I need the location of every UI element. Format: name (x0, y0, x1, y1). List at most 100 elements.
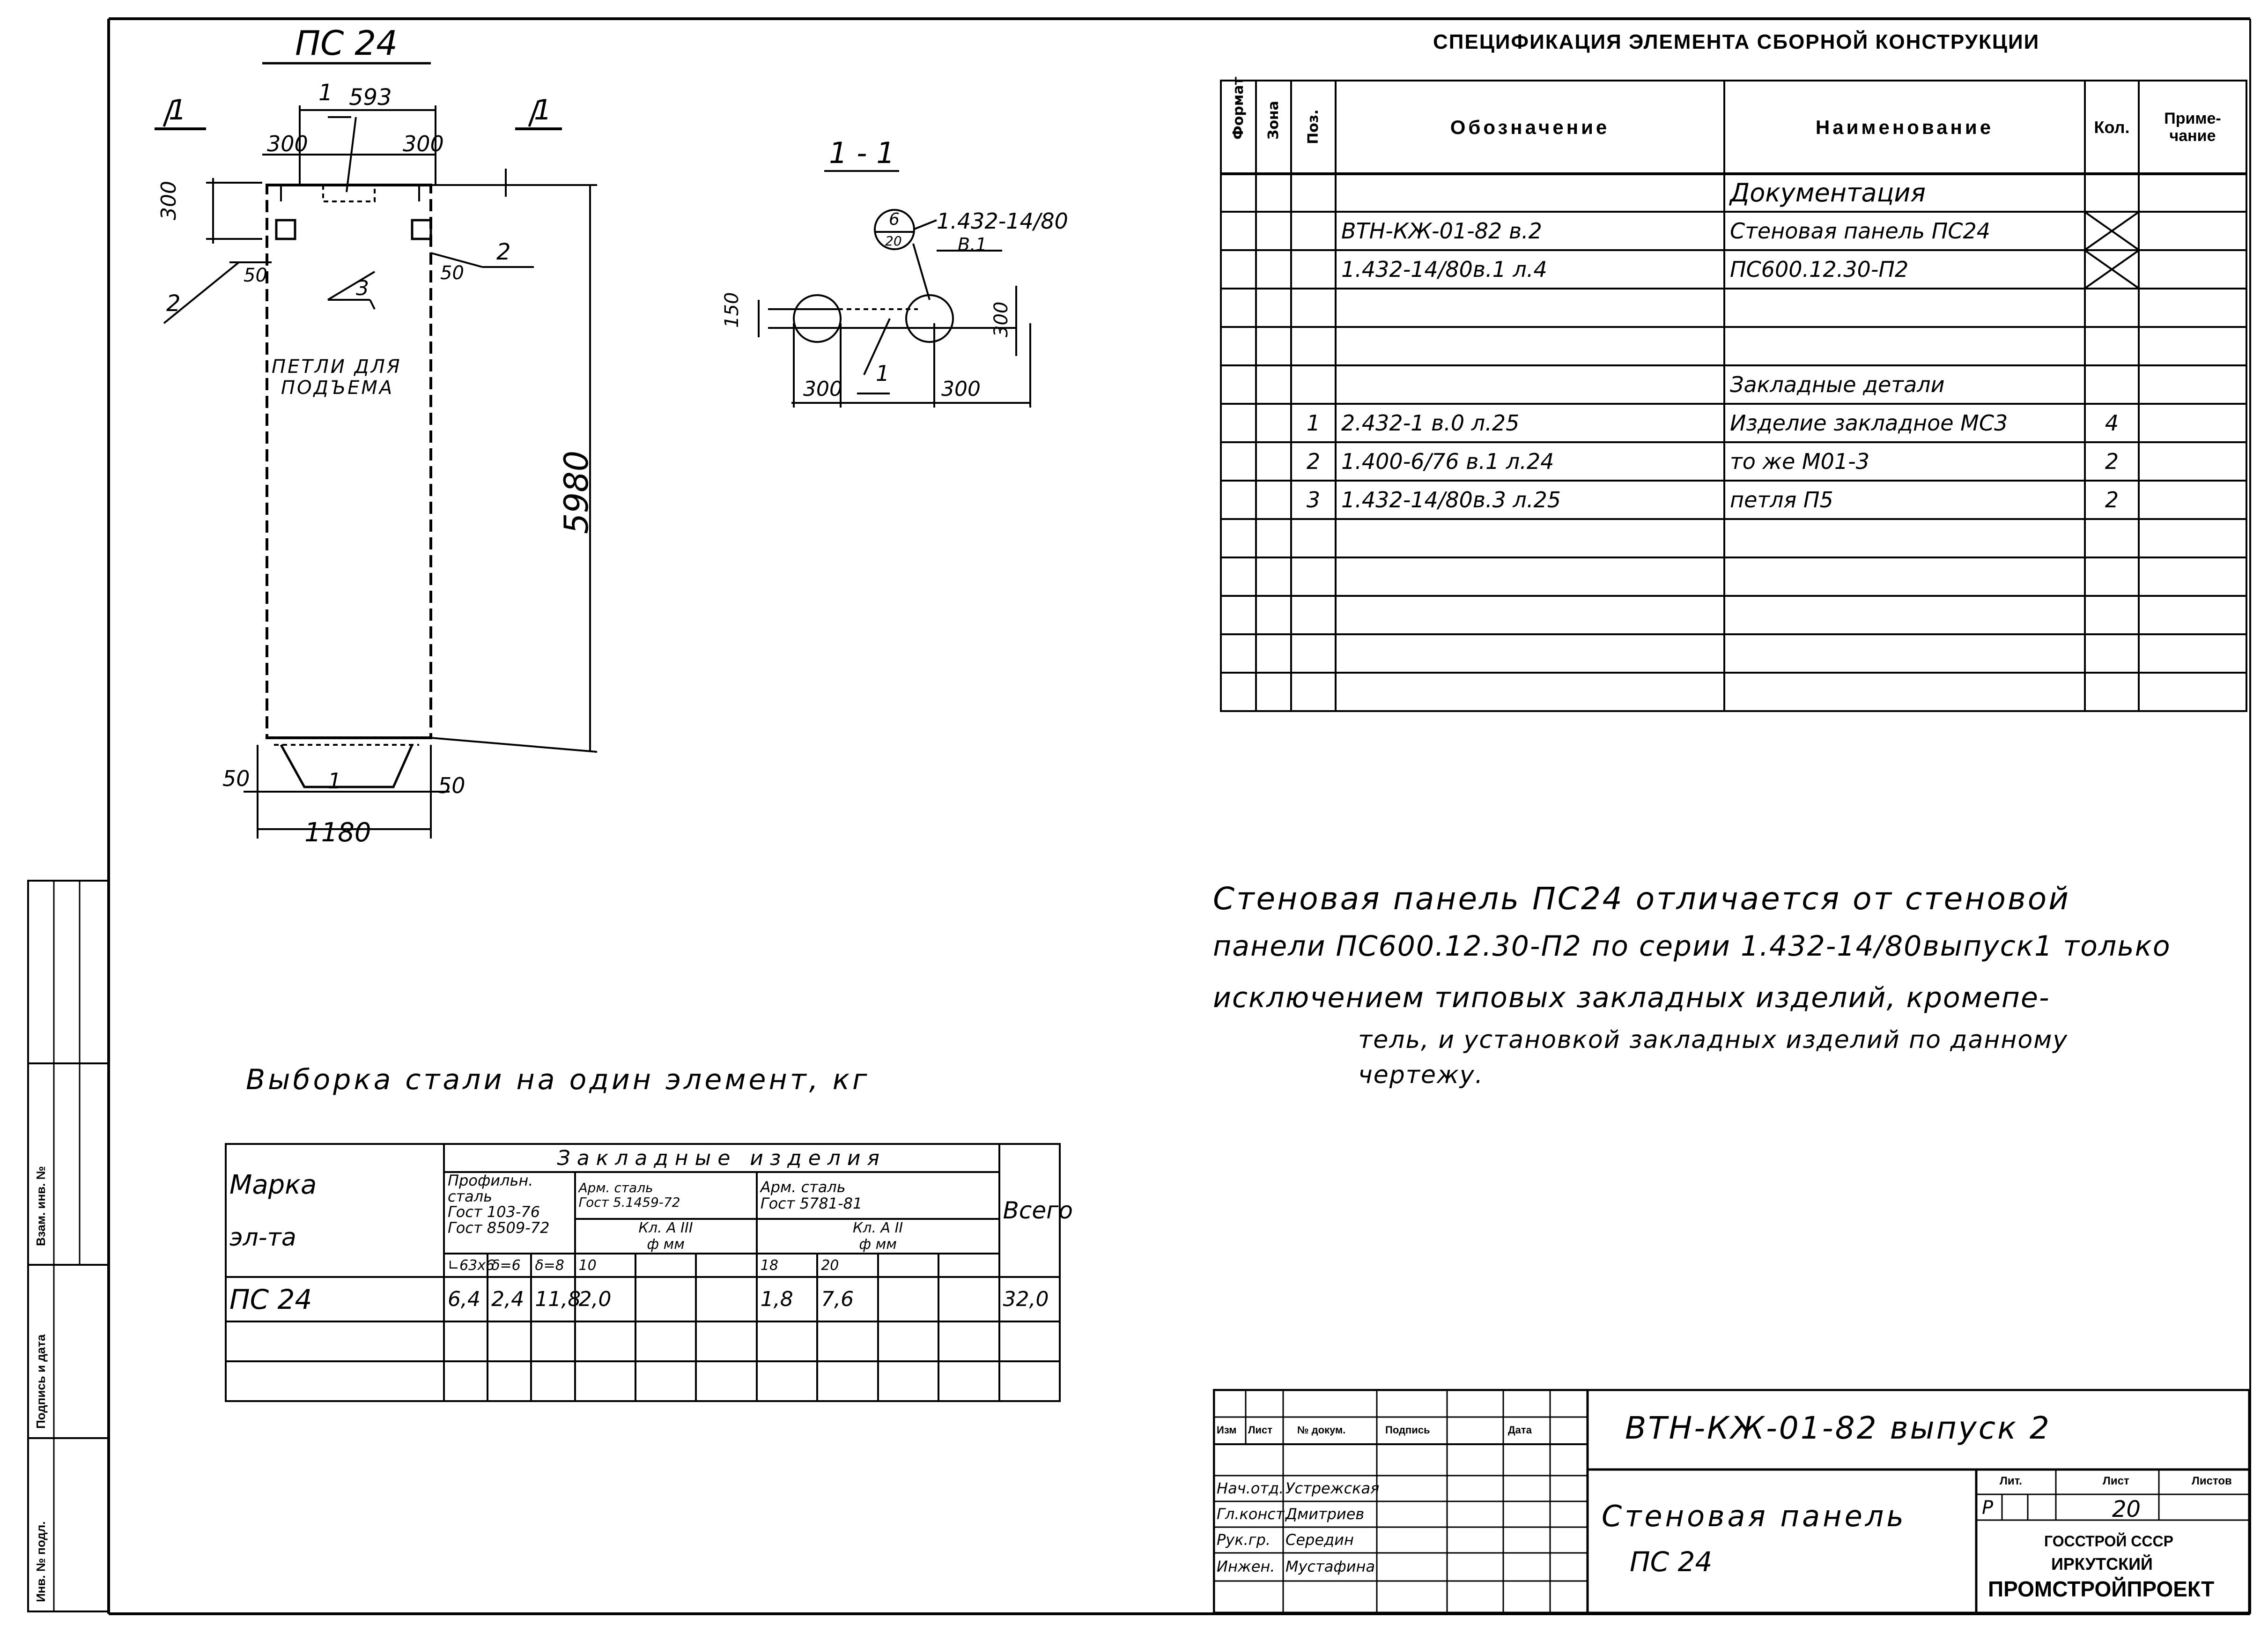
spec-cell-name: Документация (1723, 172, 2086, 213)
steel-h-dmm2: ф мм (859, 1236, 897, 1253)
pos-3-label: 3 (356, 276, 369, 300)
steel-title: Выборка стали на один элемент, кг (246, 1063, 870, 1096)
tb-head-list: Лист (1248, 1424, 1272, 1436)
spec-h-zone: Зона (1255, 80, 1292, 175)
spec-cell-note (2138, 633, 2247, 674)
steel-v4: 2,0 (574, 1276, 636, 1322)
spec-cell-qty: 2 (2084, 441, 2140, 482)
steel-h-arm1-2: Гост 5.1459-72 (578, 1195, 680, 1210)
steel-h-prof-2: сталь (447, 1187, 493, 1205)
callout-number: 6 (889, 210, 900, 229)
note-line-1: Стеновая панель ПС24 отличается от стено… (1213, 881, 2070, 917)
steel-data-row: ПС 24 6,4 2,4 11,8 2,0 1,8 7,6 32,0 (225, 1276, 1061, 1322)
steel-h-arm1: Арм. сталь Гост 5.1459-72 (574, 1171, 758, 1220)
tb-sheets-h: Листов (2192, 1475, 2232, 1487)
tb-name-1: Устрежская (1285, 1479, 1380, 1497)
steel-table: Марка эл-та Закладные изделия Всего Проф… (225, 1143, 1073, 1402)
spec-cell-pos (1290, 211, 1337, 251)
pos-bottom-label: 1 (328, 768, 342, 794)
section-dim-left-w: 300 (803, 377, 842, 401)
section-mark-left-label: 1 (169, 94, 187, 126)
spec-cell-note (2138, 672, 2247, 712)
spec-cell-name (1723, 326, 2086, 366)
steel-d2-2: 20 (816, 1253, 879, 1278)
side-stamp-1: Инв. № подл. (34, 1521, 48, 1602)
spec-h-qty: Кол. (2084, 80, 2140, 175)
spec-cell-pos: 3 (1290, 480, 1337, 520)
spec-cell-fmt (1220, 211, 1257, 251)
spec-cell-qty (2084, 672, 2140, 712)
spec-cell-fmt (1220, 672, 1257, 712)
spec-cell-name: то же М01-3 (1723, 441, 2086, 482)
spec-cell-pos: 1 (1290, 403, 1337, 443)
dim-lines (163, 105, 598, 839)
steel-sub-prof-1: ∟63x6 (443, 1253, 495, 1278)
spec-title: СПЕЦИФИКАЦИЯ ЭЛЕМЕНТА СБОРНОЙ КОНСТРУКЦИ… (1433, 30, 2040, 53)
steel-v9 (877, 1276, 940, 1322)
spec-cell-note (2138, 326, 2247, 366)
spec-cell-note (2138, 441, 2247, 482)
spec-cell-fmt (1220, 326, 1257, 366)
spec-cell-qty (2084, 595, 2140, 635)
steel-h-prof-3: Гост 103-76 (447, 1203, 540, 1221)
spec-cell-fmt (1220, 480, 1257, 520)
side-stamp-lines (27, 880, 110, 1612)
spec-cell-code (1335, 672, 1725, 712)
mark-title: ПС 24 (295, 23, 398, 63)
steel-d2-4 (938, 1253, 1000, 1278)
spec-cell-fmt (1220, 595, 1257, 635)
dim-left-side: 300 (157, 181, 181, 220)
spec-h-pos: Поз. (1290, 80, 1337, 175)
spec-cell-fmt (1220, 403, 1257, 443)
steel-row-mark: ПС 24 (225, 1276, 445, 1322)
spec-h-format: Формат (1220, 77, 1257, 175)
tb-role-3: Рук.гр. (1217, 1531, 1271, 1549)
spec-cell-code (1335, 326, 1725, 366)
spec-row (1220, 633, 2247, 674)
dim-top: 593 (349, 84, 392, 111)
spec-cell-name (1723, 288, 2086, 328)
spec-cell-code: 1.432-14/80в.1 л.4 (1335, 249, 1725, 289)
spec-cell-code: 2.432-1 в.0 л.25 (1335, 403, 1725, 443)
pos-1-label: 1 (318, 80, 333, 106)
spec-cell-name: петля П5 (1723, 480, 2086, 520)
spec-cell-pos (1290, 172, 1337, 213)
spec-cell-pos (1290, 249, 1337, 289)
spec-cell-fmt (1220, 518, 1257, 558)
steel-v5 (634, 1276, 697, 1322)
tb-org3: ПРОМСТРОЙПРОЕКТ (1988, 1577, 2215, 1601)
dim-bottom-right: 50 (438, 773, 465, 798)
spec-cell-zone (1255, 288, 1292, 328)
tb-head-date: Дата (1508, 1424, 1532, 1436)
steel-v3: 11,8 (530, 1276, 581, 1322)
spec-cell-note (2138, 557, 2247, 597)
spec-cell-name: Закладные детали (1723, 364, 2086, 405)
spec-cell-name: Стеновая панель ПС24 (1723, 211, 2086, 251)
spec-cell-zone (1255, 441, 1292, 482)
spec-cell-note (2138, 249, 2247, 289)
spec-cell-fmt (1220, 249, 1257, 289)
spec-cell-zone (1255, 249, 1292, 289)
panel-outline (266, 184, 432, 788)
spec-cell-pos: 2 (1290, 441, 1337, 482)
steel-v8: 7,6 (816, 1276, 879, 1322)
spec-cell-qty (2084, 288, 2140, 328)
note-line-2: панели ПС600.12.30-П2 по серии 1.432-14/… (1213, 930, 2171, 963)
spec-cell-code (1335, 595, 1725, 635)
spec-cell-fmt (1220, 364, 1257, 405)
title-block-lines (1213, 1389, 2250, 1614)
spec-cell-zone (1255, 364, 1292, 405)
spec-cell-code: 1.432-14/80в.3 л.25 (1335, 480, 1725, 520)
loop-note-line1: ПЕТЛИ ДЛЯ (272, 356, 402, 378)
spec-cell-qty (2084, 211, 2140, 251)
spec-cell-code (1335, 633, 1725, 674)
dim-width: 1180 (304, 817, 371, 848)
spec-row (1220, 326, 2247, 366)
steel-h-prof-4: Гост 8509-72 (447, 1218, 550, 1237)
spec-cell-zone (1255, 480, 1292, 520)
tb-code: ВТН-КЖ-01-82 выпуск 2 (1625, 1410, 2051, 1446)
